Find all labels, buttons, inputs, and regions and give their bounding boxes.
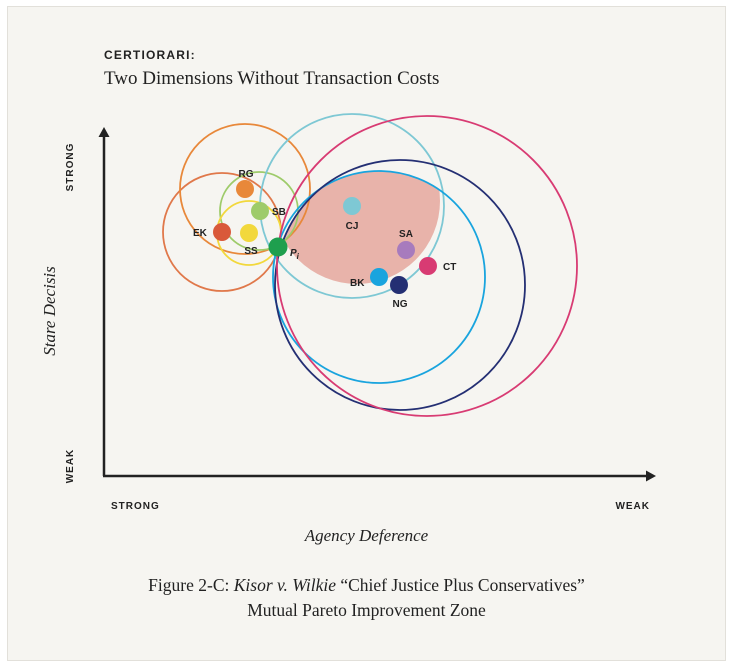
y-axis-low-label: WEAK xyxy=(65,449,76,484)
label-rg: RG xyxy=(239,169,254,180)
label-pi-main: P xyxy=(290,248,297,259)
point-bk xyxy=(370,268,388,286)
label-pi-subscript: i xyxy=(297,252,300,261)
label-ct: CT xyxy=(443,262,456,273)
circle-sb xyxy=(219,171,299,251)
label-pi: Pi xyxy=(290,248,300,261)
label-ng: NG xyxy=(393,299,408,310)
caption-line-2: Mutual Pareto Improvement Zone xyxy=(247,600,486,620)
x-axis-arrow xyxy=(646,470,656,482)
point-ct xyxy=(419,257,437,275)
label-bk: BK xyxy=(350,278,365,289)
x-axis-high-label: WEAK xyxy=(615,501,650,512)
label-cj: CJ xyxy=(346,221,359,232)
x-axis-title: Agency Deference xyxy=(304,526,429,545)
point-rg xyxy=(236,180,254,198)
figure-title: Two Dimensions Without Transaction Costs xyxy=(104,68,440,89)
label-ek: EK xyxy=(193,228,208,239)
y-axis-title: Stare Decisis xyxy=(40,266,59,356)
label-ss: SS xyxy=(244,246,258,257)
point-ss xyxy=(240,224,258,242)
circle-bk xyxy=(272,170,486,384)
caption-prefix: Figure 2-C: xyxy=(148,575,234,595)
point-ek xyxy=(213,223,231,241)
point-ng xyxy=(390,276,408,294)
caption-line-1: Figure 2-C: Kisor v. Wilkie “Chief Justi… xyxy=(0,575,733,596)
point-sa xyxy=(397,241,415,259)
point-cj xyxy=(343,197,361,215)
caption-case-name: Kisor v. Wilkie xyxy=(233,575,336,595)
circle-ng xyxy=(274,159,526,411)
y-axis-arrow xyxy=(98,127,110,137)
point-pi xyxy=(268,237,288,257)
figure-kicker: CERTIORARI: xyxy=(104,48,196,62)
circle-ct xyxy=(276,115,578,417)
label-sb: SB xyxy=(272,207,286,218)
circle-rg xyxy=(179,123,311,255)
label-sa: SA xyxy=(399,229,413,240)
x-axis-low-label: STRONG xyxy=(111,501,160,512)
y-axis-high-label: STRONG xyxy=(65,143,76,192)
caption-suffix: “Chief Justice Plus Conservatives” xyxy=(335,575,585,595)
point-sb xyxy=(251,202,269,220)
